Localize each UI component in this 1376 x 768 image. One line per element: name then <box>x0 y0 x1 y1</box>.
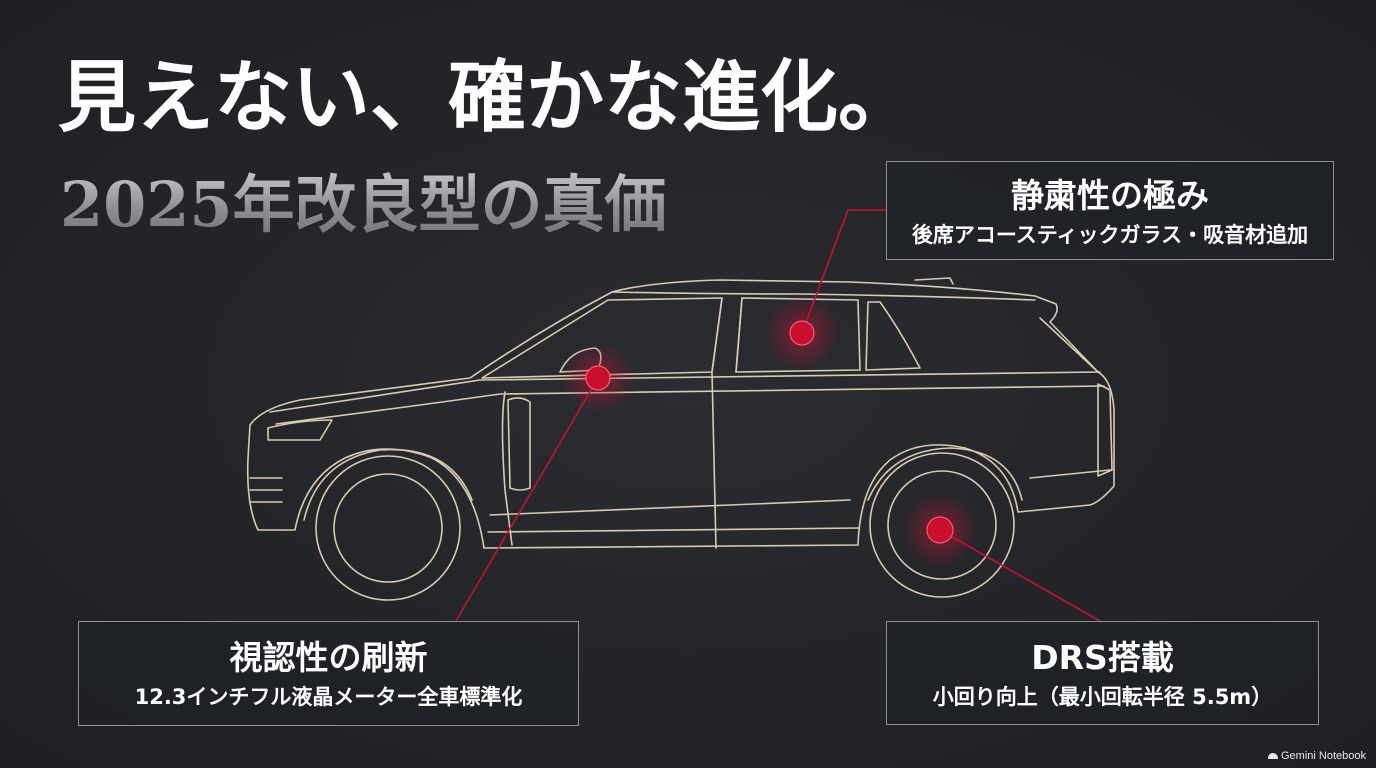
quarter-window <box>865 301 921 371</box>
front-tire <box>315 455 461 601</box>
rear-glass <box>1039 317 1099 373</box>
front-door <box>501 391 513 546</box>
rear-lamp <box>1097 383 1113 477</box>
c-pillar <box>735 297 743 373</box>
rear-bumper <box>1029 469 1111 479</box>
car-outline <box>246 277 1115 601</box>
callout-drs: DRS搭載 小回り向上（最小回転半径 5.5m） <box>886 621 1319 725</box>
front-rim <box>333 473 443 583</box>
subheadline: 2025年改良型の真価 <box>60 168 667 241</box>
front-grille <box>249 477 283 503</box>
callout-silence: 静粛性の極み 後席アコースティックガラス・吸音材追加 <box>886 161 1334 260</box>
leader-silence <box>801 209 886 334</box>
watermark: Gemini Notebook <box>1268 750 1366 762</box>
watermark-text: Gemini Notebook <box>1281 750 1366 762</box>
leader-visibility <box>455 377 599 622</box>
callout-silence-subtitle: 後席アコースティックガラス・吸音材追加 <box>911 222 1309 247</box>
hotspot-rear-wheel <box>902 492 978 568</box>
rear-tire <box>869 452 1015 598</box>
callout-visibility: 視認性の刷新 12.3インチフル液晶メーター全車標準化 <box>78 621 579 726</box>
rear-rim <box>887 470 997 580</box>
side-vent <box>507 397 531 491</box>
front-arch <box>303 448 473 521</box>
roof-rail <box>914 277 954 285</box>
beltline <box>269 371 1101 413</box>
callout-silence-title: 静粛性の極み <box>1011 176 1209 215</box>
hotspot-rear-window <box>764 295 840 371</box>
door-bottom <box>489 499 851 516</box>
front-window <box>481 297 723 379</box>
callout-drs-title: DRS搭載 <box>1031 638 1174 677</box>
callout-visibility-title: 視認性の刷新 <box>229 638 428 677</box>
callout-visibility-subtitle: 12.3インチフル液晶メーター全車標準化 <box>134 684 523 709</box>
beltline-lower <box>275 385 1105 425</box>
rear-arch <box>867 447 1023 501</box>
b-pillar <box>711 297 723 549</box>
hotspot-instrument <box>562 342 634 414</box>
rocker <box>487 527 859 533</box>
roof-line <box>611 291 1036 301</box>
callout-drs-subtitle: 小回り向上（最小回転半径 5.5m） <box>932 684 1273 709</box>
headline: 見えない、確かな進化。 <box>58 53 917 143</box>
leader-lines <box>455 209 1101 622</box>
notebook-logo-icon <box>1268 753 1278 759</box>
headlight <box>267 419 333 441</box>
